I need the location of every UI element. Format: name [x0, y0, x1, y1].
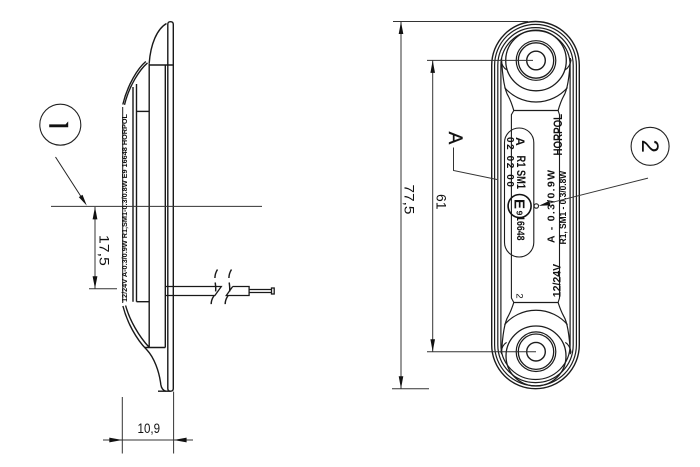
- svg-text:R1, SM1 - 0.3/0.8W: R1, SM1 - 0.3/0.8W: [558, 171, 569, 245]
- svg-text:17,5: 17,5: [97, 235, 113, 266]
- svg-text:A: A: [444, 132, 465, 145]
- svg-text:16648: 16648: [514, 216, 526, 241]
- svg-text:R1 SM1: R1 SM1: [514, 156, 526, 190]
- svg-text:9: 9: [514, 211, 524, 216]
- svg-text:10,9: 10,9: [138, 421, 161, 436]
- svg-text:2: 2: [513, 293, 524, 298]
- svg-text:HORPOL: HORPOL: [553, 114, 565, 156]
- svg-text:77,5: 77,5: [401, 185, 416, 215]
- svg-text:61: 61: [434, 194, 449, 210]
- svg-text:A - 0.3/0.9W: A - 0.3/0.9W: [546, 170, 558, 243]
- svg-text:12/24V: 12/24V: [551, 263, 563, 297]
- svg-text:2: 2: [636, 140, 663, 153]
- svg-text:02 02 00: 02 02 00: [504, 137, 515, 187]
- svg-text:E: E: [511, 199, 528, 209]
- svg-text:12/24V A-0.3/0.9W R1,SM1-0.3/0: 12/24V A-0.3/0.9W R1,SM1-0.3/0.8W E9 166…: [120, 113, 129, 302]
- svg-text:A: A: [513, 137, 527, 146]
